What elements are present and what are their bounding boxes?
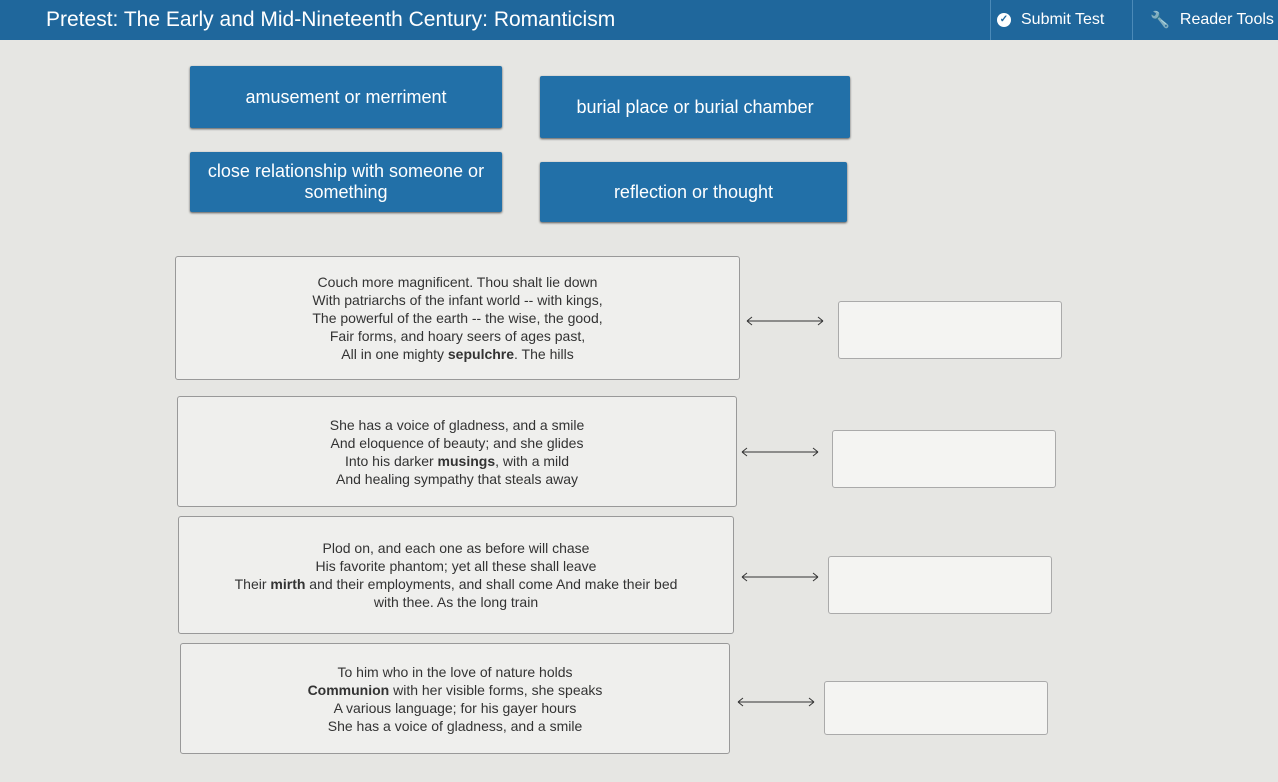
- passage-line: Into his darker musings, with a mild: [178, 452, 736, 470]
- reader-label: Reader Tools: [1179, 11, 1274, 28]
- passage-line: She has a voice of gladness, and a smile: [327, 717, 583, 734]
- passage-line: With patriarchs of the infant world -- w…: [312, 292, 603, 308]
- drop-target[interactable]: [838, 301, 1062, 359]
- header-bar: Pretest: The Early and Mid-Nineteenth Ce…: [0, 0, 1278, 40]
- key-word: mirth: [270, 576, 306, 592]
- drop-target[interactable]: [824, 681, 1048, 735]
- key-word: musings: [437, 452, 496, 469]
- drop-target[interactable]: [832, 430, 1056, 488]
- passage-2: She has a voice of gladness, and a smile…: [177, 396, 737, 507]
- wrench-icon: 🔧: [1150, 12, 1170, 29]
- text: Their: [234, 576, 271, 592]
- check-circle-icon: ✓: [997, 13, 1011, 27]
- passage-4: To him who in the love of nature holds C…: [180, 643, 730, 754]
- passage-line: A various language; for his gayer hours: [333, 699, 577, 716]
- text: and their employments, and shall come An…: [305, 576, 678, 592]
- answer-tile[interactable]: reflection or thought: [540, 162, 847, 222]
- answer-tile[interactable]: close relationship with someone or somet…: [190, 152, 502, 212]
- passage-line: Couch more magnificent. Thou shalt lie d…: [317, 274, 598, 290]
- drop-target[interactable]: [828, 556, 1052, 614]
- passage-line: Plod on, and each one as before will cha…: [322, 540, 590, 556]
- reader-tools-button[interactable]: 🔧 Reader Tools: [1150, 0, 1274, 40]
- submit-test-button[interactable]: ✓ Submit Test: [990, 0, 1133, 40]
- passage-line: Their mirth and their employments, and s…: [179, 575, 733, 593]
- text: Into his darker: [344, 452, 438, 469]
- double-arrow-icon: [746, 316, 824, 326]
- passage-line: She has a voice of gladness, and a smile: [329, 416, 585, 433]
- passage-line: All in one mighty sepulchre. The hills: [176, 345, 739, 363]
- passage-3: Plod on, and each one as before will cha…: [178, 516, 734, 634]
- passage-line: His favorite phantom; yet all these shal…: [315, 558, 597, 574]
- double-arrow-icon: [741, 572, 819, 582]
- text: with her visible forms, she speaks: [389, 681, 603, 698]
- submit-label: Submit Test: [1021, 11, 1105, 28]
- passage-line: with thee. As the long train: [373, 594, 539, 610]
- key-word: Communion: [307, 681, 390, 698]
- passage-line: And eloquence of beauty; and she glides: [330, 434, 584, 451]
- passage-1: Couch more magnificent. Thou shalt lie d…: [175, 256, 740, 380]
- passage-line: And healing sympathy that steals away: [335, 470, 579, 487]
- double-arrow-icon: [741, 447, 819, 457]
- page-title: Pretest: The Early and Mid-Nineteenth Ce…: [46, 8, 616, 31]
- text: All in one mighty: [341, 346, 448, 362]
- answer-tile[interactable]: burial place or burial chamber: [540, 76, 850, 138]
- passage-line: To him who in the love of nature holds: [337, 663, 573, 680]
- answer-tile[interactable]: amusement or merriment: [190, 66, 502, 128]
- double-arrow-icon: [737, 697, 815, 707]
- key-word: sepulchre: [447, 346, 515, 362]
- text: . The hills: [514, 346, 574, 362]
- text: , with a mild: [495, 452, 570, 469]
- passage-line: Fair forms, and hoary seers of ages past…: [329, 328, 586, 344]
- passage-line: Communion with her visible forms, she sp…: [181, 681, 729, 699]
- passage-line: The powerful of the earth -- the wise, t…: [312, 310, 603, 326]
